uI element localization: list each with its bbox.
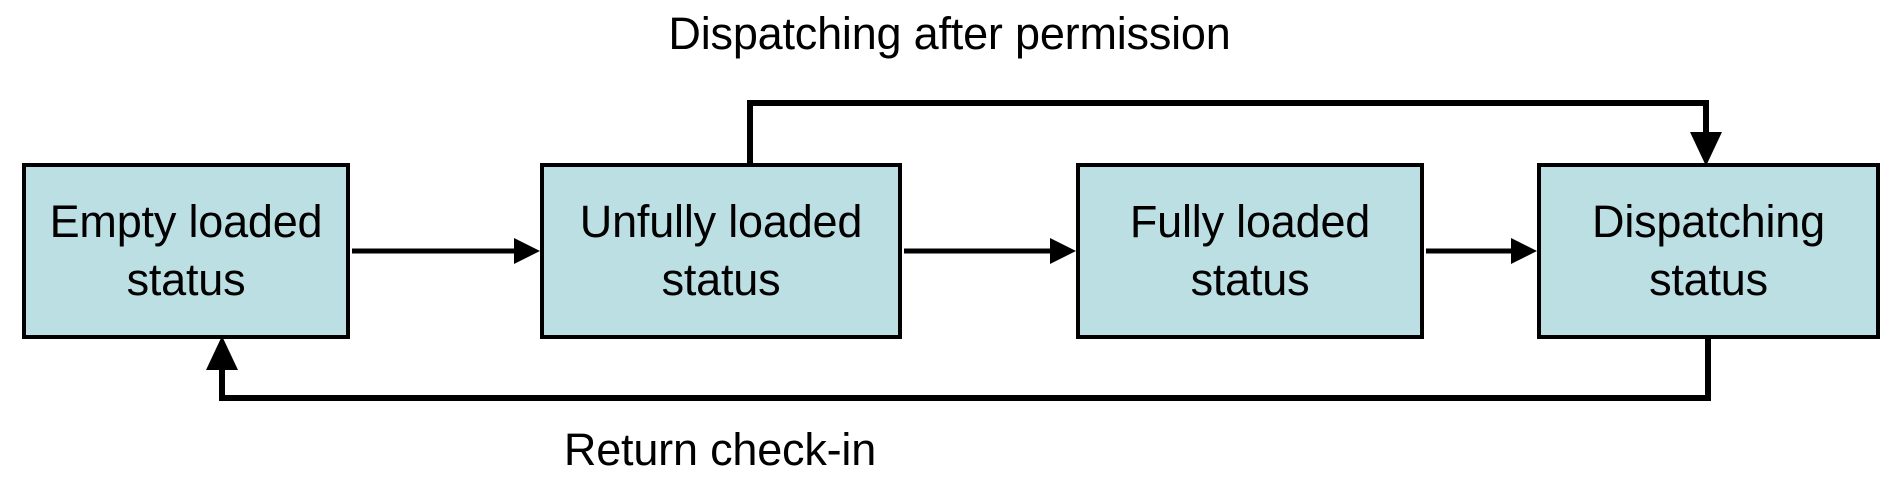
node-label: Unfully loaded status [579,196,863,305]
node-fully-loaded-status[interactable]: Fully loaded status [1076,163,1424,339]
edge-unfully-to-fully [904,238,1076,264]
node-label: Dispatching status [1592,196,1825,305]
edge-label-dispatching-after-permission: Dispatching after permission [668,8,1231,59]
edge-fully-to-dispatching [1426,238,1537,264]
node-empty-loaded-status[interactable]: Empty loaded status [22,163,350,339]
node-label: Fully loaded status [1129,196,1371,305]
edge-dispatching-to-empty [206,336,1711,401]
edge-unfully-to-dispatching [747,100,1722,166]
node-dispatching-status[interactable]: Dispatching status [1537,163,1880,339]
node-label: Empty loaded status [49,196,323,305]
node-unfully-loaded-status[interactable]: Unfully loaded status [540,163,902,339]
edge-label-return-check-in: Return check-in [563,424,877,475]
edge-empty-to-unfully [352,238,540,264]
